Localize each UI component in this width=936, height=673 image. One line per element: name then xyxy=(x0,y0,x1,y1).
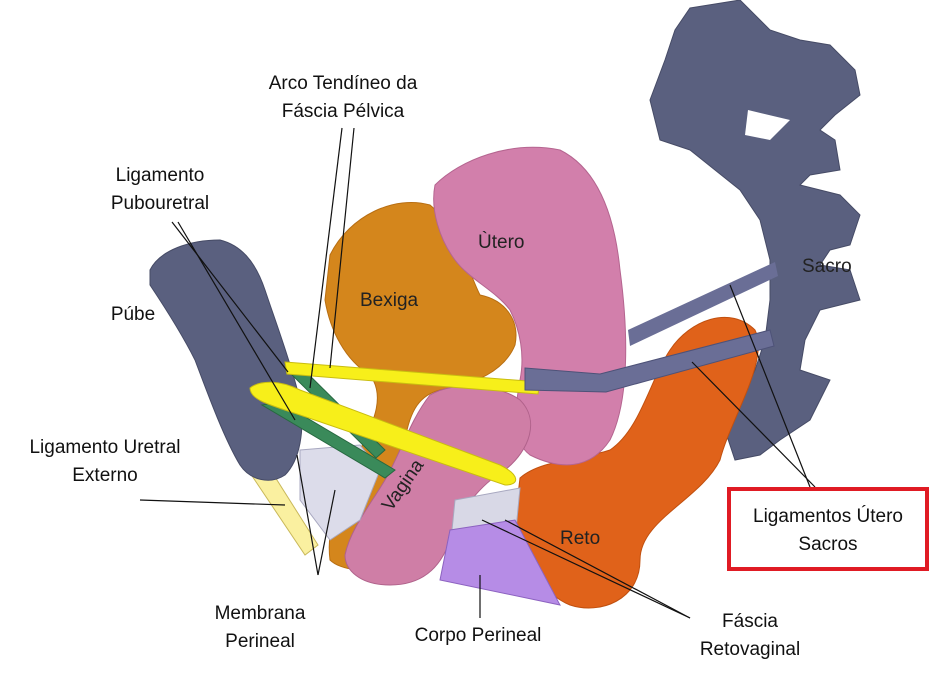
ligamento-utero-sacro-anterior xyxy=(524,329,775,393)
highlight-box-utero-sacros xyxy=(727,487,929,571)
leader-fascia-2 xyxy=(504,519,691,619)
reto-shape xyxy=(514,316,759,609)
label-reto: Reto xyxy=(560,528,601,549)
label-sacro: Sacro xyxy=(802,256,852,277)
label-ligamento-uretral-externo: Ligamento Uretral Externo xyxy=(0,434,210,490)
leader-utero-sacros-1 xyxy=(729,284,811,488)
label-arco-tendineo-line1: Arco Tendíneo da xyxy=(268,73,418,94)
sacro-notch xyxy=(745,110,790,140)
label-utero-sacros-line1: Ligamentos Útero xyxy=(753,506,903,527)
leader-utero-sacros-2 xyxy=(691,361,816,488)
membrana-perineal-shape xyxy=(299,444,381,541)
label-uretral-externo-line1: Ligamento Uretral xyxy=(29,437,181,458)
sacro-shape xyxy=(649,0,861,461)
leader-lines xyxy=(139,127,816,619)
leader-membrana-2 xyxy=(296,454,319,576)
label-utero: Ùtero xyxy=(478,232,525,253)
label-fascia-line2: Retovaginal xyxy=(699,639,801,660)
label-membrana-line1: Membrana xyxy=(214,603,306,624)
leader-arco-tendineo-2 xyxy=(329,127,355,369)
label-membrana-perineal: Membrana Perineal xyxy=(190,600,330,656)
label-fascia-line1: Fáscia xyxy=(722,611,778,632)
pube-shape xyxy=(149,239,303,481)
label-arco-tendineo: Arco Tendíneo da Fáscia Pélvica xyxy=(238,70,448,126)
label-bexiga: Bexiga xyxy=(360,290,419,311)
leader-pubouretral-2 xyxy=(177,221,296,421)
label-corpo-perineal: Corpo Perineal xyxy=(414,625,542,646)
label-ligamento-pubouretral: Ligamento Pubouretral xyxy=(70,162,250,218)
label-uretral-externo-line2: Externo xyxy=(72,465,138,486)
label-utero-sacros-line2: Sacros xyxy=(798,534,858,555)
vagina-shape xyxy=(344,385,532,586)
label-arco-tendineo-line2: Fáscia Pélvica xyxy=(281,101,405,122)
label-pubouretral-line1: Ligamento xyxy=(115,165,205,186)
label-pubouretral-line2: Pubouretral xyxy=(110,193,210,214)
corpo-perineal-shape xyxy=(439,519,561,606)
leader-arco-tendineo-1 xyxy=(309,127,343,389)
label-ligamentos-utero-sacros: Ligamentos Útero Sacros xyxy=(731,503,925,559)
ligamento-utero-sacro-posterior xyxy=(628,262,778,346)
leader-pubouretral-1 xyxy=(171,221,289,373)
label-fascia-retovaginal: Fáscia Retovaginal xyxy=(670,608,830,664)
label-membrana-line2: Perineal xyxy=(225,631,295,652)
arco-tendineo-inferior xyxy=(249,381,517,486)
leader-fascia-1 xyxy=(481,519,691,619)
leader-uretral-externo xyxy=(139,499,286,506)
leader-membrana-1 xyxy=(317,489,336,576)
label-pube: Púbe xyxy=(110,304,156,325)
